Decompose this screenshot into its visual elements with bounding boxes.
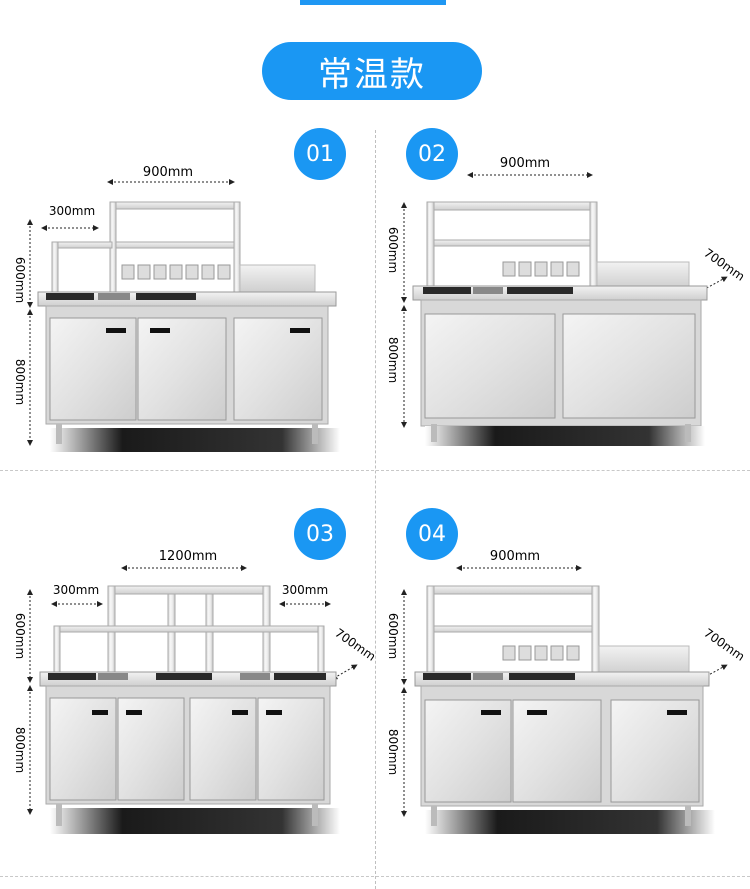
lower-height-label-02: 800mm: [386, 337, 400, 383]
upper-height-label-02: 600mm: [386, 227, 400, 273]
product-image-03: 1200mm 300mm 300mm 700mm 600mm 800mm: [13, 549, 375, 834]
model-number-badge-02: 02: [406, 128, 458, 180]
horizontal-divider: [0, 470, 750, 471]
width-label-01: 900mm: [143, 165, 193, 180]
depth-label-04: 700mm: [701, 626, 747, 664]
page-title: 常温款: [262, 42, 482, 100]
lower-height-label-04: 800mm: [386, 729, 400, 775]
top-accent-bar: [300, 0, 446, 5]
right-side-label-03: 300mm: [282, 583, 328, 597]
upper-height-label-01: 600mm: [13, 257, 27, 303]
vertical-divider: [375, 130, 376, 889]
width-label-04: 900mm: [490, 549, 540, 564]
upper-height-label-04: 600mm: [386, 613, 400, 659]
product-image-04: 900mm 700mm 600mm 800mm: [386, 549, 747, 834]
product-image-02: 900mm 700mm 600mm 800mm: [386, 156, 747, 446]
lower-height-label-03: 800mm: [13, 727, 27, 773]
model-number-badge-03: 03: [294, 508, 346, 560]
model-number-badge-04: 04: [406, 508, 458, 560]
lower-height-label-01: 800mm: [13, 359, 27, 405]
product-image-01: 900mm 300mm 600mm 800mm: [13, 165, 340, 452]
width-label-02: 900mm: [500, 156, 550, 171]
side-width-label-01: 300mm: [49, 204, 95, 218]
horizontal-divider-bottom: [0, 876, 750, 877]
model-number-badge-01: 01: [294, 128, 346, 180]
upper-height-label-03: 600mm: [13, 613, 27, 659]
depth-label-03: 700mm: [332, 626, 375, 664]
left-side-label-03: 300mm: [53, 583, 99, 597]
width-label-03: 1200mm: [159, 549, 217, 564]
